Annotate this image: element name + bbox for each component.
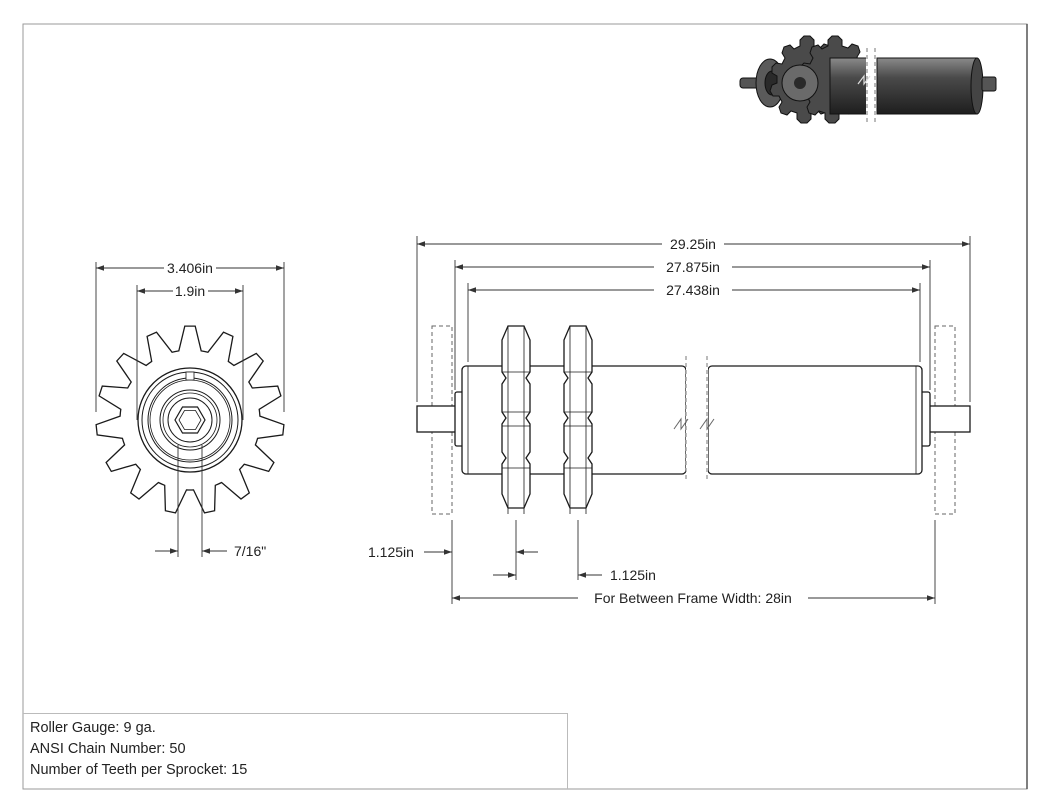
notes-box (23, 713, 568, 789)
roller-side-view (416, 325, 971, 515)
shaft-right (924, 405, 971, 433)
sprocket-side-2 (563, 325, 593, 514)
dim-axle-hex: 7/16" (234, 543, 266, 559)
dim-sprocket-outer-diameter: 3.406in (167, 260, 213, 276)
dim-overall-length: 29.25in (670, 236, 716, 252)
note-teeth-per-sprocket: Number of Teeth per Sprocket: 15 (30, 762, 248, 778)
shaft-left (416, 405, 462, 433)
roller-dimensions (416, 236, 971, 604)
dim-sprocket-hub-diameter: 1.9in (175, 283, 205, 299)
dim-tube-length: 27.438in (666, 282, 720, 298)
dim-sprocket-spacing: 1.125in (610, 567, 656, 583)
dim-tube-end-to-sprocket: 1.125in (368, 544, 414, 560)
sprocket-side-1 (501, 325, 531, 514)
sprocket-dimensions (95, 262, 285, 557)
dim-frame-width: For Between Frame Width: 28in (594, 590, 792, 606)
note-chain-number: ANSI Chain Number: 50 (30, 741, 186, 757)
roller-tube-right (707, 365, 923, 475)
sprocket-end-view (95, 325, 285, 514)
isometric-view (739, 35, 997, 124)
note-roller-gauge: Roller Gauge: 9 ga. (30, 720, 156, 736)
dim-length-between-shaft-ends: 27.875in (666, 259, 720, 275)
